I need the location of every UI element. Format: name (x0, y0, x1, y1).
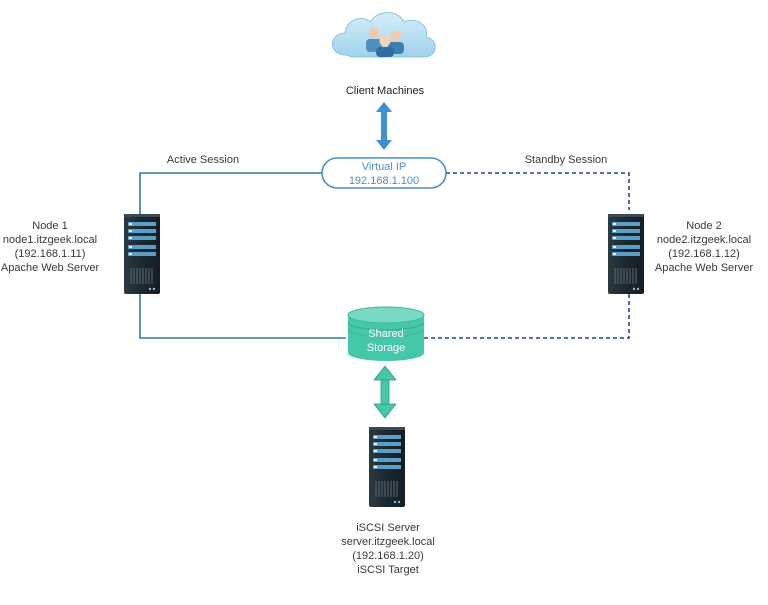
active-session-label: Active Session (166, 154, 240, 166)
virtual-ip-text: Virtual IP 192.168.1.100 (322, 158, 446, 188)
node2-name: Node 2 (686, 220, 722, 232)
iscsi-server-icon (368, 426, 406, 508)
standby-session-line (424, 172, 630, 339)
client-arrow (376, 102, 392, 150)
active-session-line (139, 172, 346, 339)
node2-role: Apache Web Server (654, 262, 754, 274)
storage-arrow (373, 365, 397, 419)
iscsi-ip: (192.168.1.20) (352, 550, 424, 562)
shared-storage-line-1: Shared (368, 328, 404, 340)
virtual-ip-address: 192.168.1.100 (348, 175, 420, 187)
shared-storage-icon (347, 306, 425, 361)
shared-storage-text: Shared Storage (348, 327, 424, 357)
virtual-ip-title: Virtual IP (361, 161, 407, 173)
iscsi-server-info: iSCSI Server server.itzgeek.local (192.1… (318, 521, 458, 577)
node2-ip: (192.168.1.12) (668, 248, 740, 260)
node1-role: Apache Web Server (0, 262, 100, 274)
client-machines-label: Client Machines (345, 85, 425, 97)
node2-hostname: node2.itzgeek.local (656, 234, 752, 246)
node2-info: Node 2 node2.itzgeek.local (192.168.1.12… (648, 219, 760, 275)
node1-info: Node 1 node1.itzgeek.local (192.168.1.11… (0, 219, 100, 275)
client-cloud-icon (331, 12, 436, 58)
iscsi-name: iSCSI Server (356, 522, 420, 534)
node1-server-icon (123, 213, 161, 295)
standby-session-label: Standby Session (524, 154, 608, 166)
iscsi-role: iSCSI Target (357, 564, 419, 576)
node1-name: Node 1 (32, 220, 68, 232)
iscsi-hostname: server.itzgeek.local (341, 536, 435, 548)
virtual-ip-pill (321, 157, 447, 189)
shared-storage-line-2: Storage (366, 342, 406, 354)
node1-hostname: node1.itzgeek.local (2, 234, 98, 246)
node1-ip: (192.168.1.11) (14, 248, 86, 260)
node2-server-icon (607, 213, 645, 295)
users-icon (366, 28, 404, 57)
